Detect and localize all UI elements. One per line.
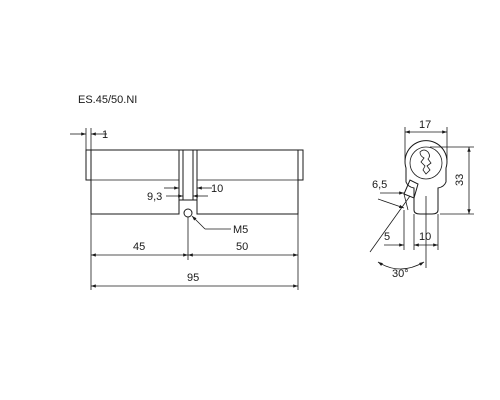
keyway-ring [409,146,443,180]
dim-label-45: 45 [133,241,145,253]
dim-label-5: 5 [384,231,390,243]
dim-label-10: 10 [211,183,223,195]
cylinder-side-view [85,149,304,218]
cylinder-profile-view [403,140,448,215]
drawing-title: ES.45/50.NI [78,94,137,106]
dim-label-10-profile: 10 [419,231,431,243]
dim-label-30deg: 30° [392,268,409,280]
dim-33: 33 [430,146,474,215]
dim-screw: M5 [191,215,248,236]
dim-label-6-5: 6,5 [372,179,387,191]
right-flange [297,149,304,181]
dim-label-1: 1 [102,129,108,141]
dim-angle: 30° [369,195,427,280]
dim-label-33: 33 [454,174,466,186]
dim-flange-offset: 1 [70,128,108,150]
dim-label-95: 95 [187,272,199,284]
dim-label-50: 50 [236,241,248,253]
screw-hole [183,208,193,218]
dim-95: 95 [91,272,298,288]
profile-outline [404,140,448,215]
cam [182,149,194,201]
keyway-icon [419,149,432,175]
dim-slot: 10 9,3 [147,183,223,203]
dim-17: 17 [404,119,448,160]
right-body [196,149,299,215]
left-body [90,149,180,215]
dim-label-m5: M5 [233,224,248,236]
dim-5-10: 5 10 [384,210,439,250]
dim-45: 45 [91,241,188,257]
dim-label-9-3: 9,3 [147,191,162,203]
cam-slot [178,149,198,201]
dim-50: 50 [188,241,298,257]
dim-6-5: 6,5 [372,179,405,209]
cam-rotated [403,179,419,199]
dim-label-17: 17 [419,119,431,131]
left-flange [85,149,92,181]
